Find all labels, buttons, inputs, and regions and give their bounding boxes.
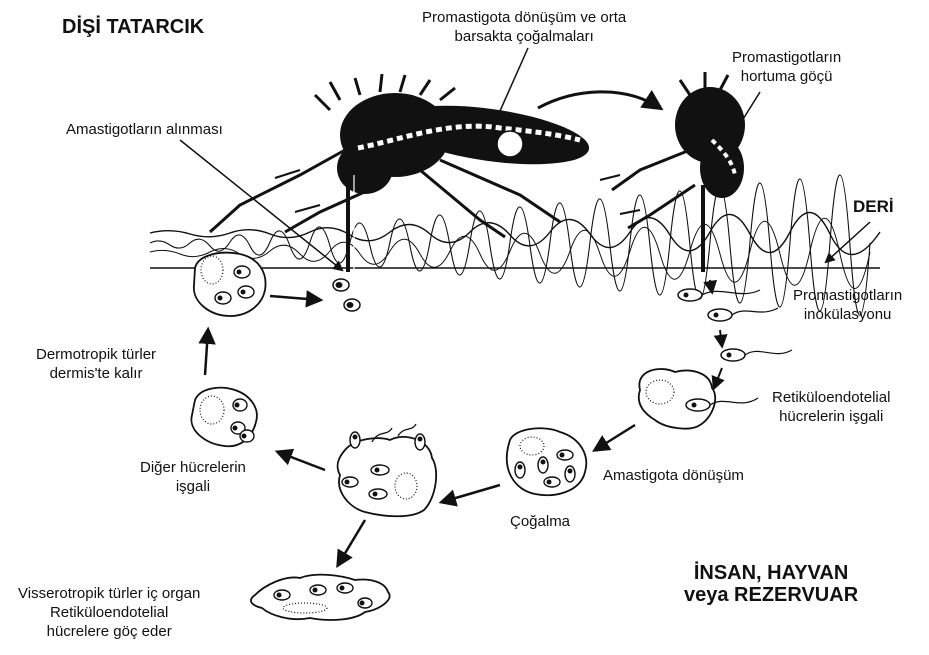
skin-label: DERİ: [853, 197, 894, 216]
viscerotropic-label: Visserotropik türler iç organ Retiküloen…: [18, 584, 200, 641]
host-title-line2: veya REZERVUAR: [684, 584, 858, 606]
migration-arrow: [538, 92, 660, 108]
midgut-label-line1: Promastigota dönüşüm ve orta: [422, 8, 626, 27]
viscerotropic-label-line3: hücrelere göç eder: [18, 622, 200, 641]
amastigote-uptake-label: Amastigotların alınması: [66, 120, 223, 139]
viscerotropic-label-line2: Retiküloendotelial: [18, 603, 200, 622]
inoculation-label-line2: inokülasyonu: [793, 305, 902, 324]
dermotropic-label-line1: Dermotropik türler: [36, 345, 156, 364]
midgut-label: Promastigota dönüşüm ve orta barsakta ço…: [422, 8, 626, 46]
inoculation-label: Promastigotların inokülasyonu: [793, 286, 902, 324]
multiplication-label: Çoğalma: [510, 512, 570, 531]
proboscis-label-line2: hortuma göçü: [732, 67, 841, 86]
midgut-label-line2: barsakta çoğalmaları: [422, 27, 626, 46]
invaded-cell: [191, 388, 256, 447]
vector-title: DİŞİ TATARCIK: [62, 16, 204, 38]
host-title: İNSAN, HAYVAN veya REZERVUAR: [684, 562, 858, 606]
viscerotropic-label-line1: Visserotropik türler iç organ: [18, 584, 200, 603]
inoculation-label-line1: Promastigotların: [793, 286, 902, 305]
amastigote-transform-label: Amastigota dönüşüm: [603, 466, 744, 485]
reticulo-label: Retiküloendotelial hücrelerin işgali: [772, 388, 890, 426]
dermotropic-label-line2: dermis'te kalır: [36, 364, 156, 383]
cycle-arrows: [205, 296, 635, 565]
other-cells-label-line2: işgali: [140, 477, 246, 496]
reticuloendothelial-cell: [639, 369, 758, 429]
proboscis-label: Promastigotların hortuma göçü: [732, 48, 841, 86]
dermal-cell: [194, 253, 266, 316]
reticulo-label-line2: hücrelerin işgali: [772, 407, 890, 426]
other-cells-label: Diğer hücrelerin işgali: [140, 458, 246, 496]
other-cells-label-line1: Diğer hücrelerin: [140, 458, 246, 477]
proboscis-label-line1: Promastigotların: [732, 48, 841, 67]
visceral-cell: [251, 575, 390, 620]
multiplying-cell: [338, 424, 437, 516]
host-title-line1: İNSAN, HAYVAN: [684, 562, 858, 584]
amastigote-cell: [507, 428, 586, 495]
dermotropic-label: Dermotropik türler dermis'te kalır: [36, 345, 156, 383]
reticulo-label-line1: Retiküloendotelial: [772, 388, 890, 407]
ingested-amastigotes: [333, 279, 360, 311]
